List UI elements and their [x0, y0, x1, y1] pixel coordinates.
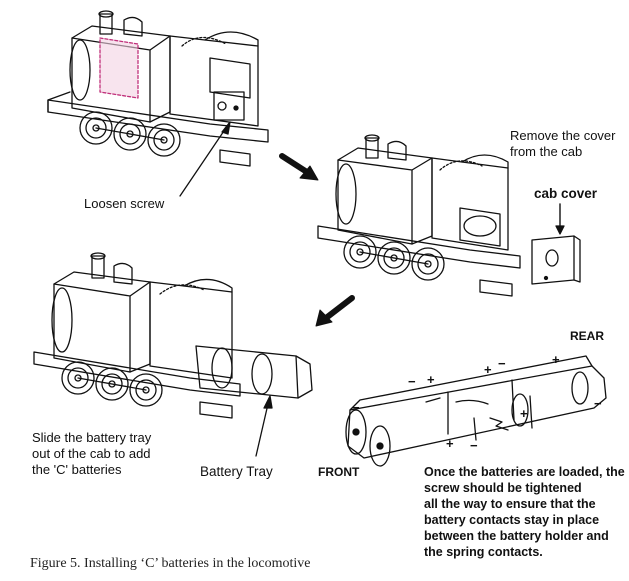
label-remove-cover: Remove the cover from the cab [510, 128, 616, 159]
leader-loosen-screw [179, 121, 231, 197]
label-loosen-screw: Loosen screw [84, 196, 165, 211]
polarity-mark: + [446, 436, 454, 451]
arrow-step-2 [323, 295, 355, 321]
polarity-mark: − [498, 356, 506, 371]
leader-battery-tray [255, 403, 269, 457]
instruction-note: Once the batteries are loaded, the screw… [424, 465, 625, 559]
locomotive-3 [33, 252, 313, 419]
label-slide-tray: Slide the battery tray out of the cab to… [32, 430, 152, 477]
locomotive-2 [317, 134, 521, 297]
label-battery-tray: Battery Tray [200, 464, 273, 479]
polarity-mark: − [594, 396, 602, 411]
polarity-mark: − [352, 400, 360, 415]
polarity-mark: + [552, 352, 560, 367]
polarity-mark: + [520, 406, 528, 421]
polarity-mark: − [408, 374, 416, 389]
figure-caption: Figure 5. Installing ‘C’ batteries in th… [30, 556, 311, 571]
cab-cover-part [531, 235, 581, 285]
label-front: FRONT [318, 465, 360, 479]
label-rear: REAR [570, 329, 605, 343]
battery-holder [345, 355, 607, 467]
locomotive-1 [47, 10, 269, 167]
polarity-mark: − [470, 438, 478, 453]
polarity-mark: + [484, 362, 492, 377]
label-cab-cover: cab cover [534, 186, 598, 201]
polarity-mark: + [427, 372, 435, 387]
